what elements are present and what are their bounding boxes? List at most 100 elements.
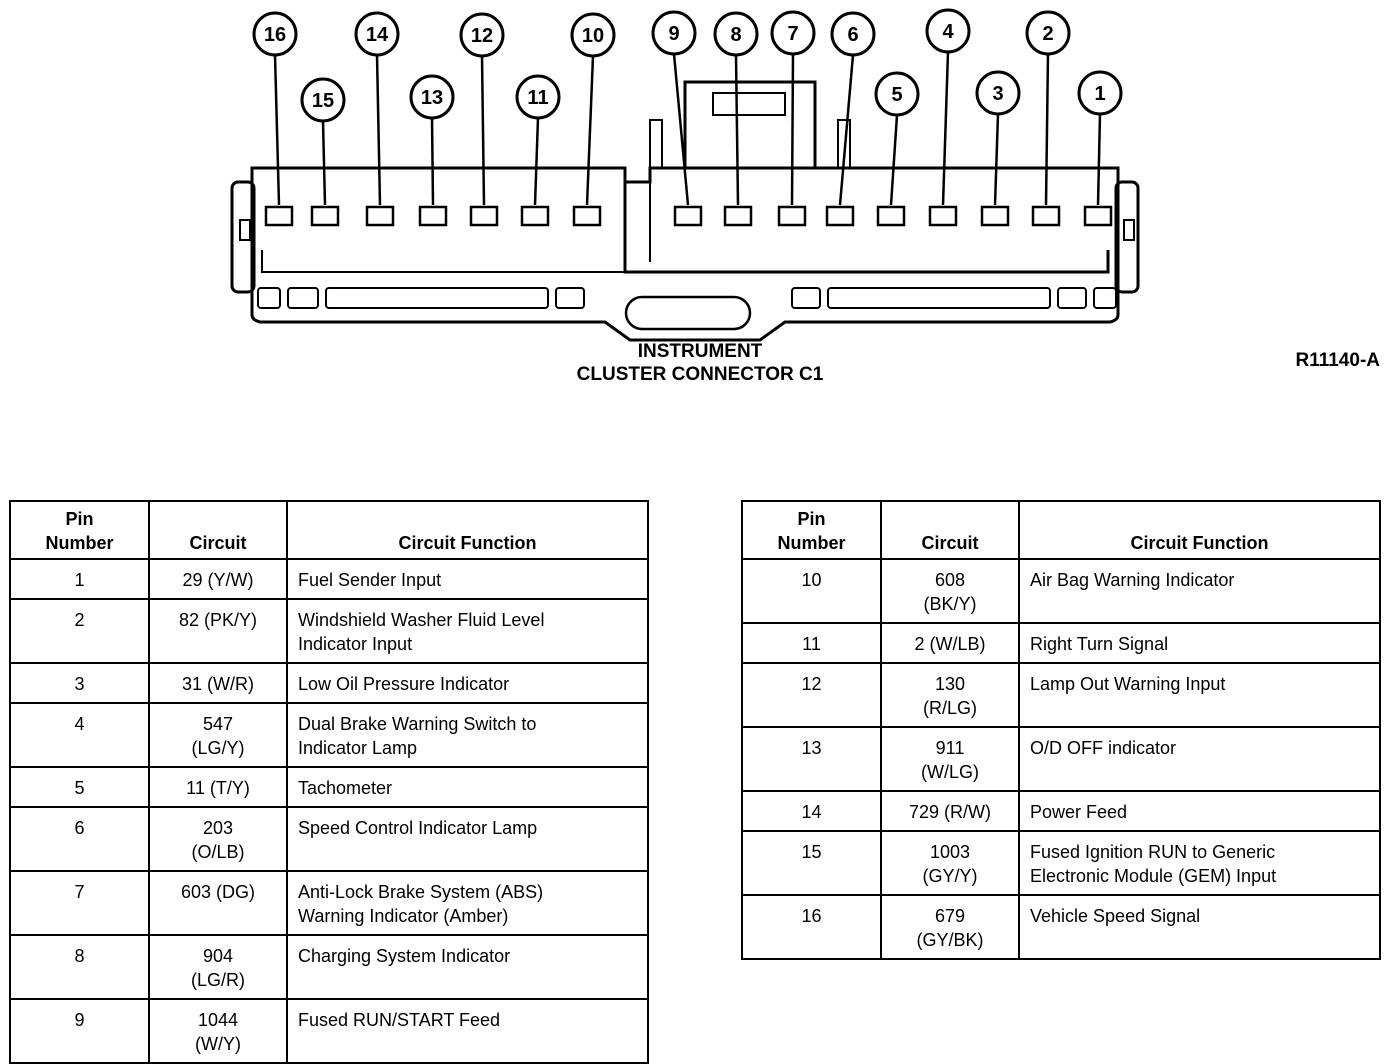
pin-callout-label: 3 (992, 83, 1003, 105)
pin-slot (418, 205, 448, 227)
pin-callout-label: 11 (527, 87, 548, 109)
pin-slot (264, 205, 294, 227)
pin-callout-label: 8 (730, 24, 741, 46)
circuit-cell: 130 (R/LG) (880, 662, 1020, 728)
pin-callout-circle (300, 77, 346, 123)
circuit-function-cell: Lamp Out Warning Input (1018, 662, 1381, 728)
circuit-function-cell: Air Bag Warning Indicator (1018, 558, 1381, 624)
pin-callout-circle (830, 11, 876, 57)
pin-slot (310, 205, 340, 227)
circuit-cell: 2 (W/LB) (880, 622, 1020, 664)
locking-hood (683, 80, 817, 168)
pin-number-cell: 4 (9, 702, 150, 768)
header-circuit: Circuit (880, 500, 1020, 560)
pin-callout-circle (515, 74, 561, 120)
pin-leader-line (1044, 53, 1050, 206)
pin-callout-label: 12 (471, 25, 493, 47)
circuit-function-cell: Fused Ignition RUN to Generic Electronic… (1018, 830, 1381, 896)
pin-number-cell: 14 (741, 790, 882, 832)
circuit-cell: 608 (BK/Y) (880, 558, 1020, 624)
pin-callout-circle (354, 11, 400, 57)
pin-number-cell: 6 (9, 806, 150, 872)
pin-leader-line (321, 120, 327, 206)
pin-number-cell: 13 (741, 726, 882, 792)
pin-number-cell: 1 (9, 558, 150, 600)
circuit-function-cell: Tachometer (286, 766, 649, 808)
pin-callout-label: 5 (891, 84, 902, 106)
pin-callout-label: 4 (942, 21, 954, 43)
pin-leader-line (430, 117, 435, 206)
pin-number-cell: 7 (9, 870, 150, 936)
circuit-function-cell: Speed Control Indicator Lamp (286, 806, 649, 872)
circuit-cell: 1044 (W/Y) (148, 998, 288, 1064)
pin-leader-line (790, 53, 795, 206)
center-key (623, 182, 1110, 274)
release-latch (624, 295, 752, 331)
pin-callout-circle (409, 74, 455, 120)
caption-line-1: INSTRUMENT (637, 341, 763, 362)
circuit-cell: 1003 (GY/Y) (880, 830, 1020, 896)
circuit-cell: 679 (GY/BK) (880, 894, 1020, 960)
pin-slot (723, 205, 753, 227)
pin-slot (777, 205, 807, 227)
diagram-caption: INSTRUMENT CLUSTER CONNECTOR C1 (520, 340, 880, 386)
header-circuit: Circuit (148, 500, 288, 560)
connector-body (250, 166, 1120, 342)
pin-callout-label: 14 (366, 24, 389, 46)
pin-slot (673, 205, 703, 227)
pin-slot (825, 205, 855, 227)
circuit-function-cell: Charging System Indicator (286, 934, 649, 1000)
header-circuit-function: Circuit Function (1018, 500, 1381, 560)
pin-slot (980, 205, 1010, 227)
pin-callout-circle (925, 8, 971, 54)
pin-callout-circle (1077, 70, 1123, 116)
circuit-function-cell: Anti-Lock Brake System (ABS) Warning Ind… (286, 870, 649, 936)
pin-leader-line (672, 53, 690, 206)
circuit-function-cell: Dual Brake Warning Switch to Indicator L… (286, 702, 649, 768)
pin-slot (1031, 205, 1061, 227)
pin-callout-label: 1 (1094, 83, 1105, 105)
pin-number-cell: 10 (741, 558, 882, 624)
circuit-function-cell: Power Feed (1018, 790, 1381, 832)
pin-number-cell: 12 (741, 662, 882, 728)
pin-slot (1083, 205, 1113, 227)
pin-leader-line (480, 55, 486, 206)
circuit-function-cell: Fuel Sender Input (286, 558, 649, 600)
caption-line-2: CLUSTER CONNECTOR C1 (576, 364, 824, 385)
pin-callout-circle (713, 11, 759, 57)
circuit-cell: 31 (W/R) (148, 662, 288, 704)
header-pin-number: Pin Number (9, 500, 150, 560)
circuit-cell: 11 (T/Y) (148, 766, 288, 808)
pin-slot (469, 205, 499, 227)
pin-callout-circle (874, 71, 920, 117)
pin-leader-line (585, 55, 595, 206)
pin-number-cell: 8 (9, 934, 150, 1000)
circuit-cell: 203 (O/LB) (148, 806, 288, 872)
pin-leader-line (941, 51, 950, 206)
header-pin-number: Pin Number (741, 500, 882, 560)
pin-callout-label: 15 (312, 90, 334, 112)
circuit-cell: 904 (LG/R) (148, 934, 288, 1000)
pin-slot (928, 205, 958, 227)
pin-callout-circle (651, 10, 697, 56)
circuit-cell: 547 (LG/Y) (148, 702, 288, 768)
pin-callout-label: 16 (264, 24, 286, 46)
circuit-function-cell: Windshield Washer Fluid Level Indicator … (286, 598, 649, 664)
circuit-function-cell: Low Oil Pressure Indicator (286, 662, 649, 704)
pin-slot (572, 205, 602, 227)
